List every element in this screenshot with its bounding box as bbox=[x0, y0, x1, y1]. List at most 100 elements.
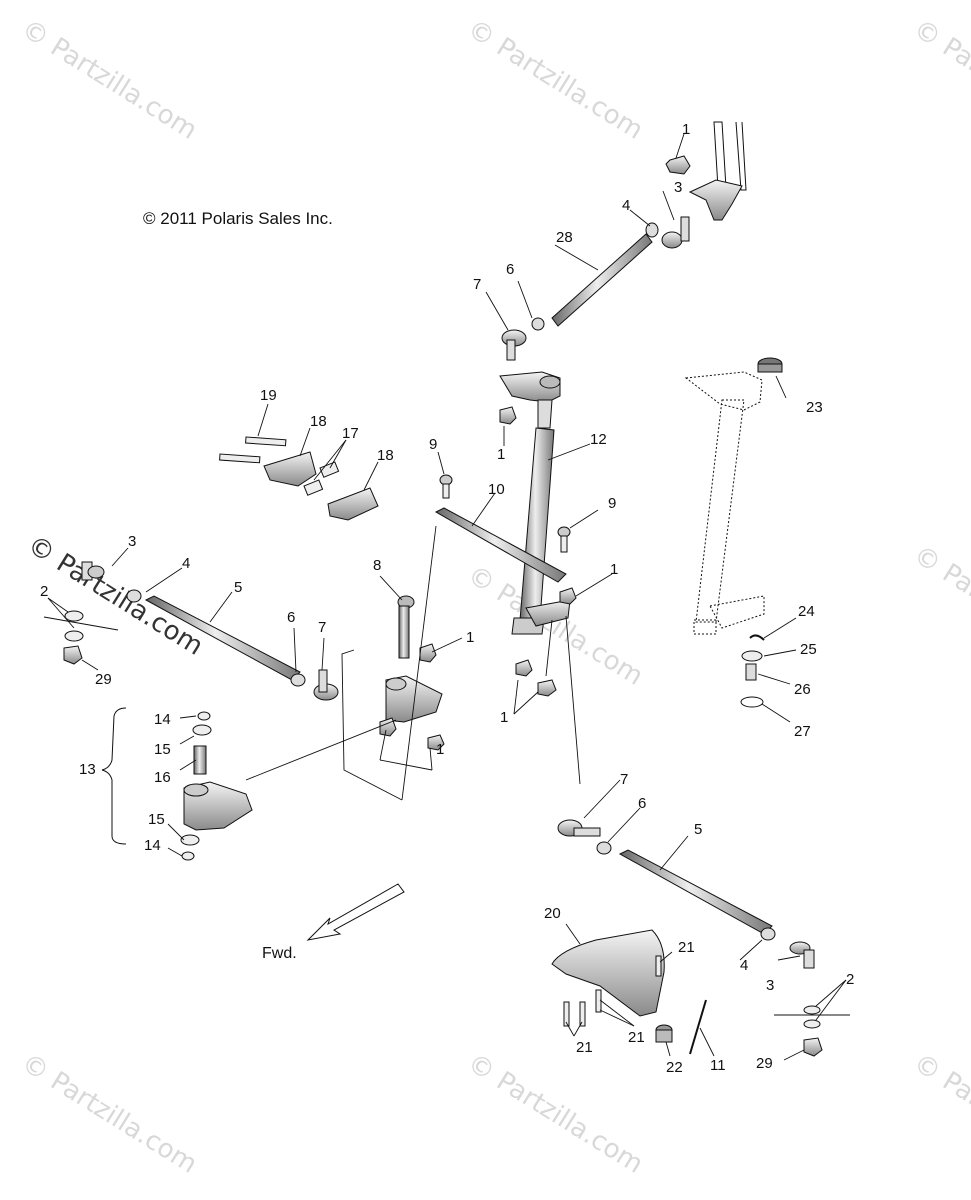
callout-2: 2 bbox=[40, 583, 49, 600]
bolt-9-right bbox=[557, 526, 571, 553]
tie-rod-end-upper bbox=[661, 216, 690, 249]
callout-14: 14 bbox=[144, 837, 161, 854]
callout-20: 20 bbox=[544, 905, 561, 922]
callout-5: 5 bbox=[234, 579, 243, 596]
callout-6: 6 bbox=[638, 795, 647, 812]
jam-nut-icon bbox=[531, 317, 545, 331]
bolt-19 bbox=[219, 436, 287, 464]
nut-icon bbox=[537, 679, 557, 697]
callout-12: 12 bbox=[590, 431, 607, 448]
ring-27 bbox=[740, 696, 764, 708]
washer-25 bbox=[741, 650, 763, 662]
callout-1: 1 bbox=[500, 709, 509, 726]
bolt-8 bbox=[397, 595, 415, 659]
callout-22: 22 bbox=[666, 1059, 683, 1076]
callout-3: 3 bbox=[128, 533, 137, 550]
callout-17: 17 bbox=[342, 425, 359, 442]
jam-nut-icon bbox=[126, 589, 142, 603]
nut-icon bbox=[427, 734, 445, 751]
callout-13: 13 bbox=[79, 761, 96, 778]
callout-24: 24 bbox=[798, 603, 815, 620]
callout-1: 1 bbox=[466, 629, 475, 646]
nut-icon bbox=[379, 717, 397, 737]
callout-7: 7 bbox=[620, 771, 629, 788]
tie-rod-28 bbox=[551, 233, 653, 327]
callout-9: 9 bbox=[608, 495, 617, 512]
tie-rod-end-7-right bbox=[557, 819, 601, 837]
callout-25: 25 bbox=[800, 641, 817, 658]
callout-1: 1 bbox=[436, 741, 445, 758]
callout-3: 3 bbox=[674, 179, 683, 196]
callout-9: 9 bbox=[429, 436, 438, 453]
nut-icon bbox=[803, 1037, 823, 1057]
steering-post-ghost bbox=[684, 371, 765, 635]
callout-1: 1 bbox=[497, 446, 506, 463]
clamp-18-right bbox=[327, 487, 379, 521]
forward-arrow-icon bbox=[306, 883, 405, 941]
link-arm-10 bbox=[434, 507, 567, 583]
callout-6: 6 bbox=[506, 261, 515, 278]
washer-icon bbox=[64, 630, 84, 642]
callout-4: 4 bbox=[182, 555, 191, 572]
tie-rod-end-7-left bbox=[313, 669, 339, 701]
bushing-14-bottom bbox=[181, 851, 195, 861]
tie-rod-5-left bbox=[144, 595, 301, 681]
nut-icon bbox=[63, 645, 83, 665]
nut-icon bbox=[419, 643, 437, 663]
sleeve-16 bbox=[193, 745, 207, 775]
washer-icon bbox=[803, 1019, 821, 1029]
bracket-13 bbox=[101, 707, 127, 845]
tie-rod-end-3-right bbox=[789, 941, 815, 969]
washer-icon bbox=[803, 1005, 821, 1015]
nut-icon bbox=[499, 406, 517, 425]
forward-label: Fwd. bbox=[262, 945, 297, 962]
nut-icon bbox=[515, 659, 533, 677]
callout-4: 4 bbox=[740, 957, 749, 974]
callout-8: 8 bbox=[373, 557, 382, 574]
guard-20 bbox=[551, 929, 665, 1017]
steering-post-upper bbox=[688, 121, 747, 221]
callout-3: 3 bbox=[766, 977, 775, 994]
callout-11: 11 bbox=[710, 1057, 726, 1074]
callout-4: 4 bbox=[622, 197, 631, 214]
pin-26 bbox=[745, 663, 757, 681]
bushing-14-top bbox=[197, 711, 211, 721]
nut-icon bbox=[665, 155, 691, 175]
callout-2: 2 bbox=[846, 971, 855, 988]
clip-24 bbox=[749, 634, 765, 641]
tie-rod-5-right bbox=[618, 849, 773, 935]
cap-23 bbox=[757, 357, 783, 373]
jam-nut-icon bbox=[290, 673, 306, 687]
callout-21: 21 bbox=[678, 939, 695, 956]
bushing-17 bbox=[303, 461, 340, 496]
spindle-bracket bbox=[385, 675, 443, 723]
jam-nut-icon bbox=[760, 927, 776, 941]
callout-21: 21 bbox=[576, 1039, 593, 1056]
callout-26: 26 bbox=[794, 681, 811, 698]
callout-14: 14 bbox=[154, 711, 171, 728]
callout-18: 18 bbox=[377, 447, 394, 464]
callout-10: 10 bbox=[488, 481, 505, 498]
grommet-22 bbox=[655, 1024, 673, 1043]
callout-23: 23 bbox=[806, 399, 823, 416]
tie-rod-end-3-left bbox=[81, 561, 105, 581]
callout-1: 1 bbox=[610, 561, 619, 578]
callout-16: 16 bbox=[154, 769, 171, 786]
callout-7: 7 bbox=[318, 619, 327, 636]
callout-1: 1 bbox=[682, 121, 691, 138]
callout-29: 29 bbox=[95, 671, 112, 688]
cotter-pin-11 bbox=[689, 999, 707, 1055]
callout-15: 15 bbox=[154, 741, 171, 758]
callout-5: 5 bbox=[694, 821, 703, 838]
washer-icon bbox=[64, 610, 84, 622]
steering-post-12 bbox=[499, 371, 571, 635]
nut-icon bbox=[559, 587, 577, 605]
callout-28: 28 bbox=[556, 229, 573, 246]
copyright-notice: © 2011 Polaris Sales Inc. bbox=[143, 209, 333, 228]
washer-15-top bbox=[192, 724, 212, 736]
callout-15: 15 bbox=[148, 811, 165, 828]
callout-6: 6 bbox=[287, 609, 296, 626]
callout-21: 21 bbox=[628, 1029, 645, 1046]
callout-29: 29 bbox=[756, 1055, 773, 1072]
spindle-housing bbox=[183, 781, 253, 831]
